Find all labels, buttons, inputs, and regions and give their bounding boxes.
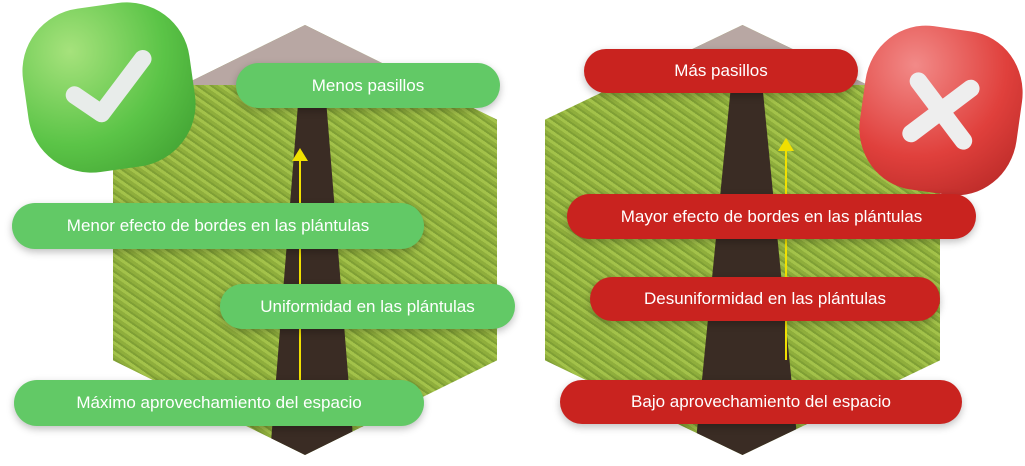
label-fewer-aisles: Menos pasillos: [236, 63, 500, 108]
close-icon: [851, 17, 1025, 204]
label-less-edge-effect: Menor efecto de bordes en las plántulas: [12, 203, 424, 249]
label-more-aisles: Más pasillos: [584, 49, 858, 93]
arrow-icon: [292, 148, 308, 380]
label-max-space-use: Máximo aprovechamiento del espacio: [14, 380, 424, 426]
label-uniformity: Uniformidad en las plántulas: [220, 284, 515, 329]
label-non-uniformity: Desuniformidad en las plántulas: [590, 277, 940, 321]
label-more-edge-effect: Mayor efecto de bordes en las plántulas: [567, 194, 976, 239]
label-low-space-use: Bajo aprovechamiento del espacio: [560, 380, 962, 424]
arrow-icon: [778, 138, 794, 360]
check-icon: [14, 0, 204, 181]
